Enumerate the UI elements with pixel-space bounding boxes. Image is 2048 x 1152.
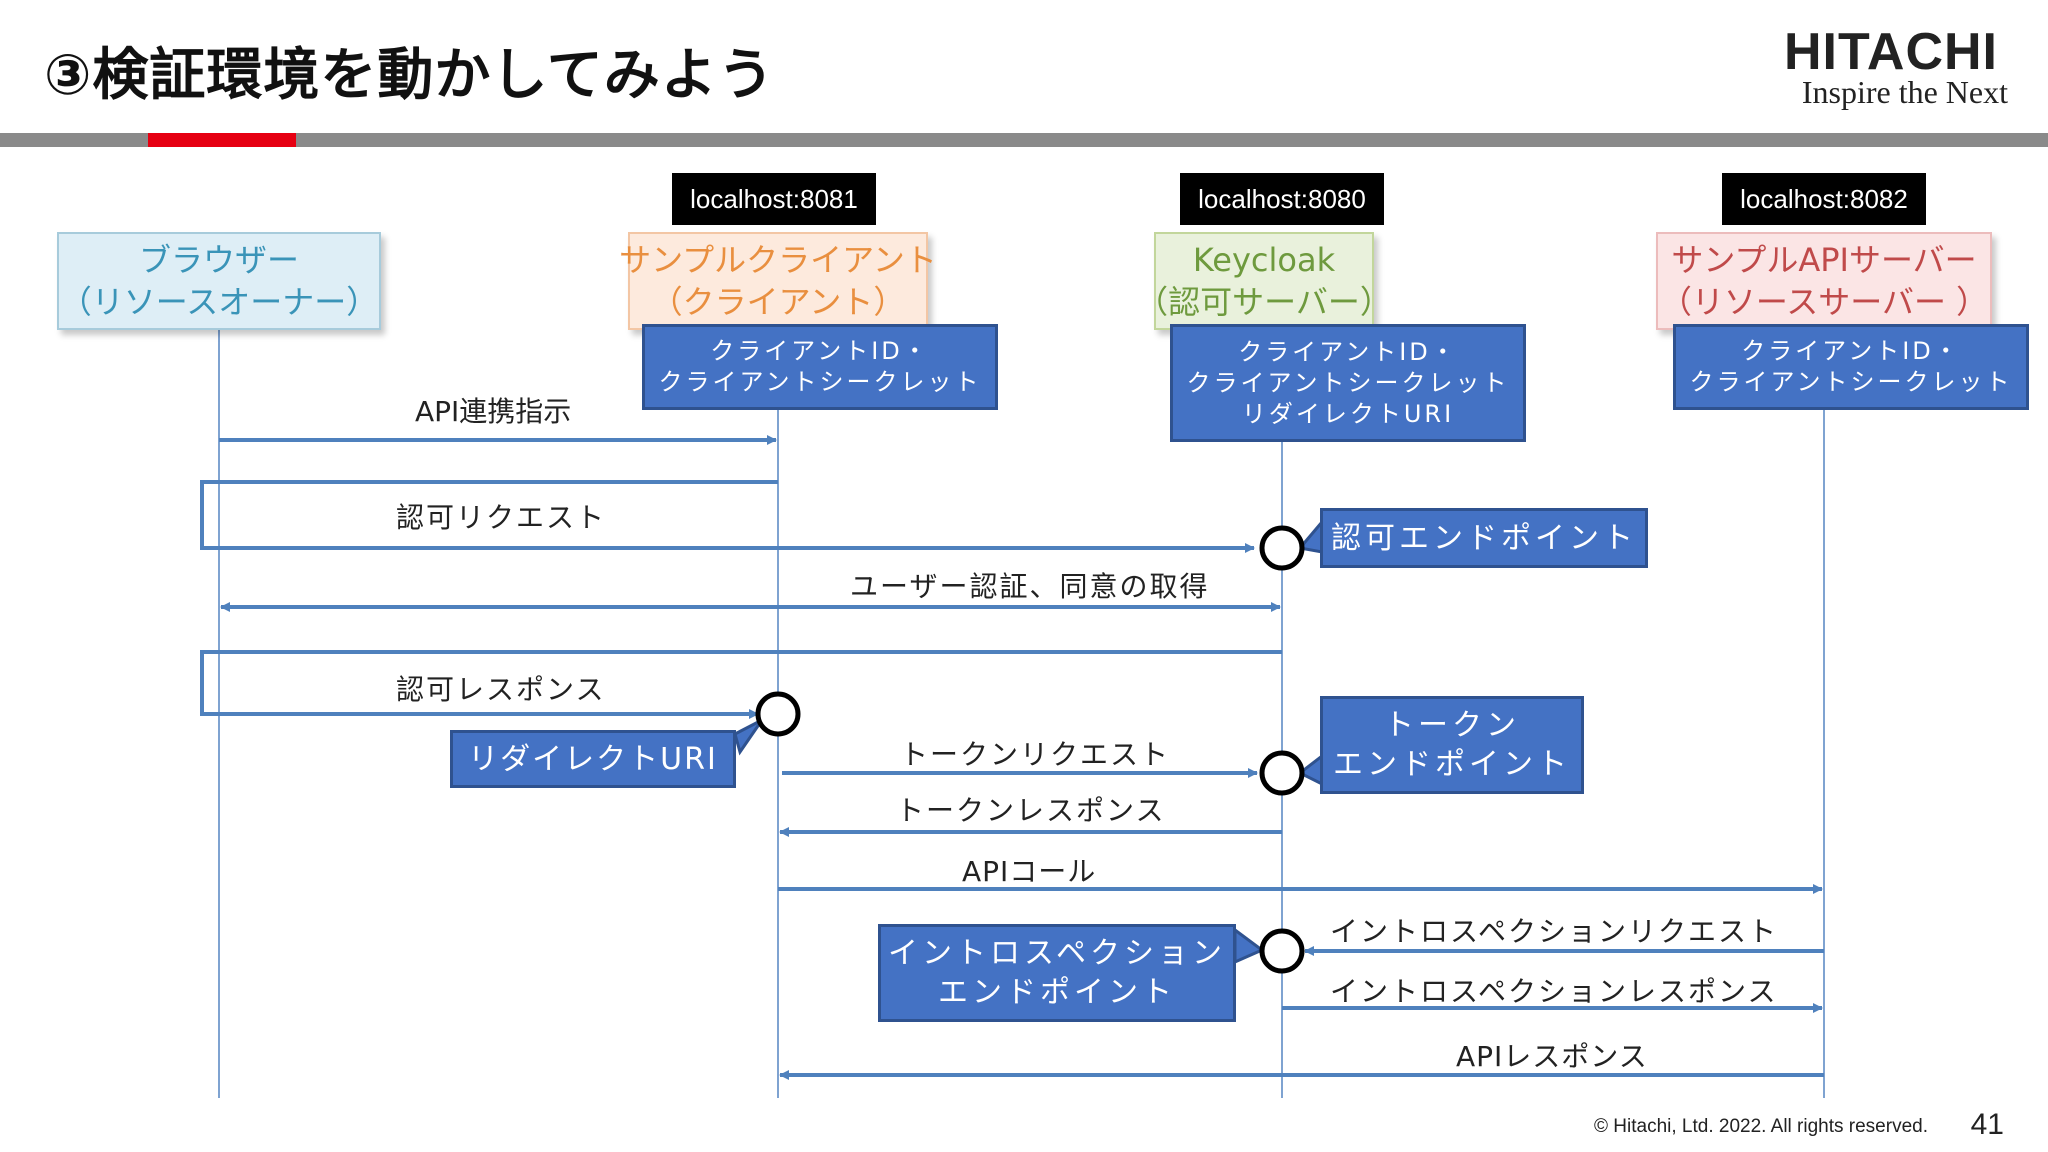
header-accent-bar: [148, 133, 296, 147]
endpoint-circle-token: [1259, 750, 1305, 796]
label-token-response: トークンレスポンス: [896, 794, 1166, 827]
label-authz-request: 認可リクエスト: [396, 501, 607, 534]
actor-browser: ブラウザー （リソースオーナー）: [57, 232, 381, 330]
label-api-link: API連携指示: [415, 395, 572, 428]
callout-redirect-uri: リダイレクトURI: [450, 730, 736, 788]
actor-sample-api-server: サンプルAPIサーバー （リソースサーバー ）: [1656, 232, 1992, 330]
copyright: © Hitachi, Ltd. 2022. All rights reserve…: [1594, 1116, 1928, 1137]
callout-pointer-redirect: [733, 718, 764, 756]
callout-token-endpoint: トークン エンドポイント: [1320, 696, 1584, 794]
endpoint-circle-introspection: [1259, 928, 1305, 974]
header-divider: [0, 133, 2048, 147]
callout-introspection-endpoint: イントロスペクション エンドポイント: [878, 924, 1236, 1022]
callout-pointer-introspection: [1233, 927, 1265, 965]
credentials-api: クライアントID・ クライアントシークレット: [1673, 324, 2029, 410]
host-badge-client: localhost:8081: [672, 173, 876, 225]
actor-sample-client: サンプルクライアント （クライアント）: [619, 232, 937, 330]
page-number: 41: [1970, 1108, 2004, 1141]
label-introspection-request: イントロスペクションリクエスト: [1330, 915, 1779, 948]
page-title: ③検証環境を動かしてみよう: [44, 43, 775, 108]
host-badge-api: localhost:8082: [1722, 173, 1926, 225]
arrow-authz-response: [200, 650, 1282, 719]
label-token-request: トークンリクエスト: [900, 738, 1171, 771]
label-introspection-response: イントロスペクションレスポンス: [1330, 975, 1778, 1008]
callout-authz-endpoint: 認可エンドポイント: [1320, 508, 1648, 568]
credentials-keycloak: クライアントID・ クライアントシークレット リダイレクトURI: [1170, 324, 1526, 442]
endpoint-circle-authz: [1259, 525, 1305, 571]
actor-keycloak: Keycloak （認可サーバー）: [1136, 232, 1392, 330]
label-api-response: APIレスポンス: [1456, 1040, 1648, 1073]
hitachi-logo: HITACHI: [1783, 23, 1998, 81]
arrow-authz-request: [200, 480, 1255, 553]
label-authz-response: 認可レスポンス: [396, 673, 606, 706]
credentials-client: クライアントID・ クライアントシークレット: [642, 324, 998, 410]
logo-tagline: Inspire the Next: [1801, 74, 2008, 110]
label-api-call: APIコール: [962, 855, 1097, 888]
endpoint-circle-redirect: [755, 691, 801, 737]
host-badge-keycloak: localhost:8080: [1180, 173, 1384, 225]
label-user-auth: ユーザー認証、同意の取得: [850, 570, 1210, 603]
